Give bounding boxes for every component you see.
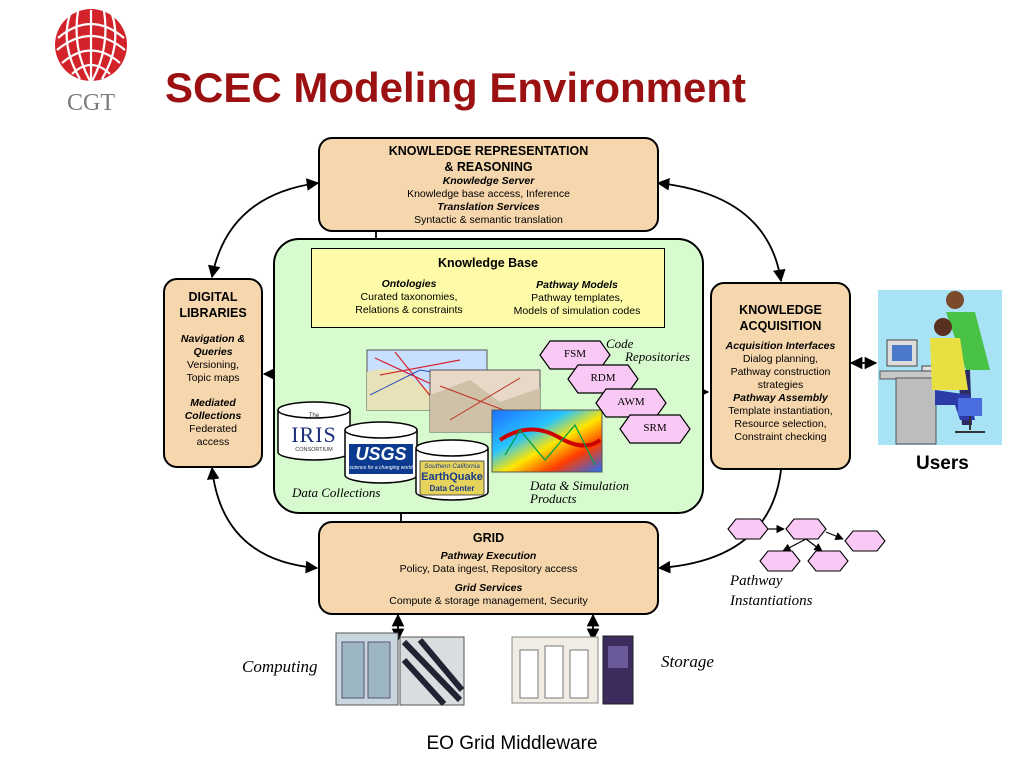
computing-machines-image <box>335 632 465 707</box>
pathway-models-block: Pathway Models Pathway templates, Models… <box>502 279 652 318</box>
storage-machines-image <box>511 635 634 705</box>
dl-versioning: Versioning, <box>187 359 239 371</box>
knowledge-acquisition-box: KNOWLEDGE ACQUISITION Acquisition Interf… <box>710 282 851 470</box>
users-label: Users <box>916 453 969 474</box>
pathway-instantiations-line1: Pathway <box>730 573 783 589</box>
grid-grid-services: Grid Services <box>454 582 523 594</box>
arrow-krr-ka <box>656 177 786 283</box>
iris-database-icon <box>277 401 351 461</box>
krr-title-line2: & REASONING <box>444 160 533 174</box>
code-label-line2: Repositories <box>625 349 690 364</box>
logo-text: CGT <box>67 90 115 116</box>
simulation-map-image <box>491 409 603 473</box>
ka-text2-line1: Template instantiation, <box>728 405 833 417</box>
pathway-hex-2 <box>785 518 827 540</box>
rdm-label: RDM <box>590 372 616 384</box>
users-illustration <box>878 290 1002 445</box>
ka-text1-line2: Pathway construction <box>730 366 831 378</box>
krr-translation-services: Translation Services <box>437 201 540 213</box>
fsm-label: FSM <box>563 348 587 360</box>
iris-consortium-text: CONSORTIUM <box>295 447 333 453</box>
pathway-hex-5 <box>807 550 849 572</box>
knowledge-base-box: Knowledge Base Ontologies Curated taxono… <box>311 248 665 328</box>
data-products-line1: Data & Simulation <box>530 478 629 493</box>
page-title: SCEC Modeling Environment <box>165 64 747 111</box>
arrow-dl-grid <box>206 466 319 574</box>
awm-label: AWM <box>617 396 645 408</box>
dl-federated: Federated <box>189 423 237 435</box>
ka-title-line1: KNOWLEDGE <box>739 303 822 317</box>
pathway-models-line2: Models of simulation codes <box>513 305 641 317</box>
fsm-hexagon <box>539 340 611 370</box>
ontologies-block: Ontologies Curated taxonomies, Relations… <box>334 278 484 317</box>
srm-label: SRM <box>643 422 667 434</box>
rdm-hexagon <box>567 364 639 394</box>
dl-nav-line2: Queries <box>193 346 233 358</box>
pathway-models-line1: Pathway templates, <box>531 292 623 304</box>
digital-libraries-box: DIGITAL LIBRARIES Navigation & Queries V… <box>163 278 263 468</box>
code-label-line1: Code <box>606 336 634 351</box>
data-collections-label: Data Collections <box>292 485 381 500</box>
ka-pathway-assembly: Pathway Assembly <box>733 392 828 404</box>
grid-pathway-execution: Pathway Execution <box>440 550 537 562</box>
pathway-hex-1 <box>727 518 769 540</box>
pathway-hex-3 <box>844 530 886 552</box>
storage-label: Storage <box>661 652 714 671</box>
dl-topic-maps: Topic maps <box>186 372 240 384</box>
pathway-models-label: Pathway Models <box>536 279 618 291</box>
scedc-line1: Southern California <box>424 463 480 470</box>
dl-mediated: Mediated <box>190 397 236 409</box>
pathway-instantiations-line2: Instantiations <box>730 593 813 609</box>
computing-label: Computing <box>242 657 318 676</box>
usgs-logo-text: USGS <box>355 444 407 464</box>
scedc-line3: Data Center <box>429 484 475 493</box>
iris-logo-text: IRIS <box>291 422 337 447</box>
iris-small-text: The <box>308 413 320 419</box>
srm-hexagon <box>619 414 691 444</box>
krr-knowledge-server: Knowledge Server <box>442 175 535 187</box>
dl-nav-line1: Navigation & <box>180 333 246 345</box>
knowledge-base-title: Knowledge Base <box>437 256 539 270</box>
ontologies-line1: Curated taxonomies, <box>360 291 458 303</box>
grid-grid-services-desc: Compute & storage management, Security <box>389 595 588 607</box>
dl-title-line1: DIGITAL <box>188 290 238 304</box>
ka-text2-line2: Resource selection, <box>734 418 827 430</box>
ka-text2-line3: Constraint checking <box>734 431 827 443</box>
dl-access: access <box>196 436 230 448</box>
knowledge-representation-box: KNOWLEDGE REPRESENTATION & REASONING Kno… <box>318 137 659 232</box>
ka-acquisition-interfaces: Acquisition Interfaces <box>725 340 836 352</box>
krr-translation-services-desc: Syntactic & semantic translation <box>414 214 563 226</box>
scedc-database-icon <box>415 439 489 501</box>
scedc-line2: EarthQuake <box>421 471 483 483</box>
ontologies-line2: Relations & constraints <box>355 304 463 316</box>
ka-text1-line1: Dialog planning, <box>742 353 819 365</box>
awm-hexagon <box>595 388 667 418</box>
dl-title-line2: LIBRARIES <box>179 306 247 320</box>
krr-title-line1: KNOWLEDGE REPRESENTATION <box>388 144 589 158</box>
krr-knowledge-server-desc: Knowledge base access, Inference <box>407 188 570 200</box>
data-products-line2: Products <box>530 491 577 506</box>
dl-collections: Collections <box>184 410 242 422</box>
arrow-krr-dl <box>207 178 320 279</box>
ka-title-line2: ACQUISITION <box>739 319 822 333</box>
ontologies-label: Ontologies <box>381 278 437 290</box>
grid-title: GRID <box>472 531 505 545</box>
grid-box: GRID Pathway Execution Policy, Data inge… <box>318 521 659 615</box>
footer-caption: EO Grid Middleware <box>426 733 598 754</box>
grid-pathway-execution-desc: Policy, Data ingest, Repository access <box>399 563 578 575</box>
usgs-sub-text: science for a changing world <box>349 465 413 471</box>
pathway-hex-4 <box>759 550 801 572</box>
usgs-database-icon <box>344 421 418 484</box>
ka-text1-line3: strategies <box>757 379 804 391</box>
